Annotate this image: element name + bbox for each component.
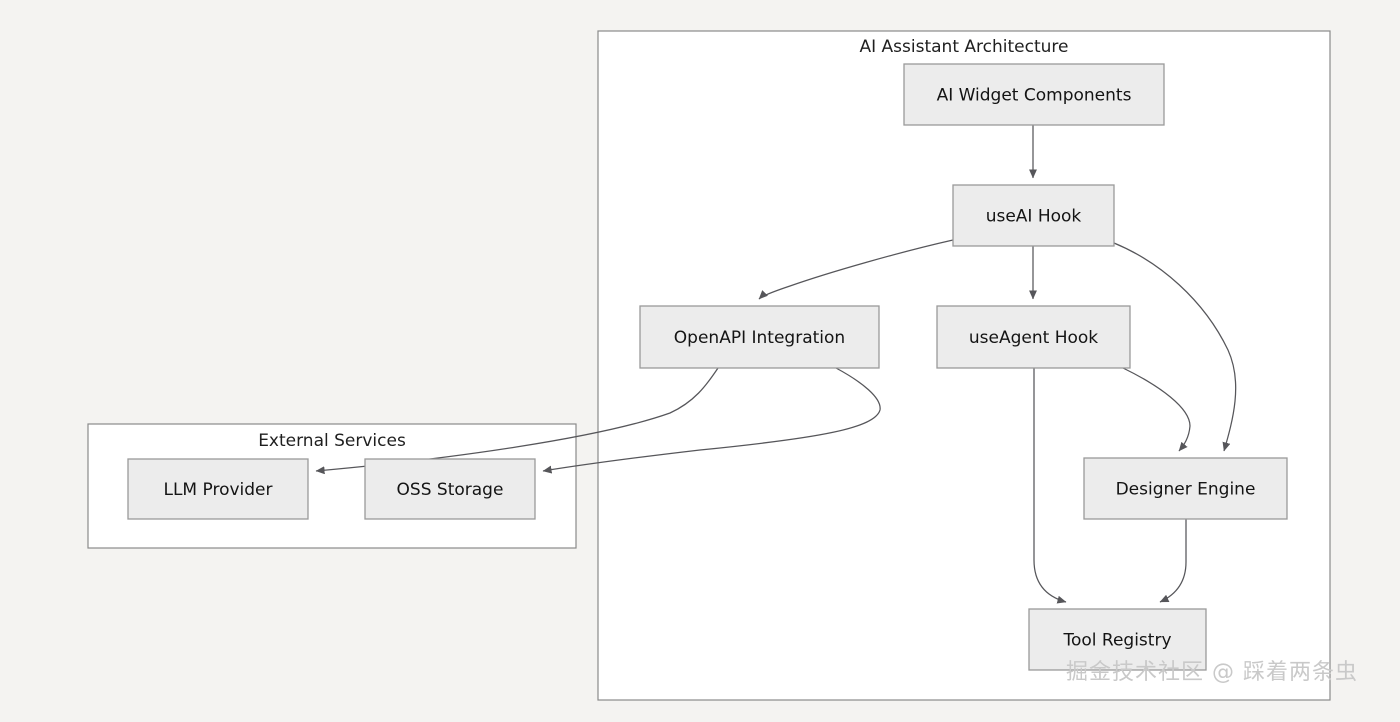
node-label-llm_provider: LLM Provider	[163, 480, 272, 500]
node-oss_storage[interactable]: OSS Storage	[364, 458, 536, 520]
cluster-label-external_services: External Services	[258, 431, 406, 451]
edge-useagent-to-tool	[1033, 368, 1067, 604]
node-label-designer_engine: Designer Engine	[1116, 480, 1256, 500]
node-box-openapi_integration[interactable]	[639, 305, 880, 369]
edge-useagent-to-designer	[1122, 367, 1191, 452]
node-box-tool_registry[interactable]	[1028, 608, 1207, 671]
node-label-tool_registry: Tool Registry	[1062, 631, 1171, 651]
node-box-designer_engine[interactable]	[1083, 457, 1288, 520]
node-box-use_agent_hook[interactable]	[936, 305, 1131, 369]
node-box-ai_widget_components[interactable]	[903, 63, 1165, 126]
node-use_agent_hook[interactable]: useAgent Hook	[936, 305, 1131, 369]
node-label-use_agent_hook: useAgent Hook	[969, 328, 1098, 348]
edge-group	[315, 125, 1237, 604]
node-label-openapi_integration: OpenAPI Integration	[674, 328, 845, 348]
edge-useai-to-designer	[1113, 242, 1237, 452]
node-box-use_ai_hook[interactable]	[952, 184, 1115, 247]
node-box-oss_storage[interactable]	[364, 458, 536, 520]
node-llm_provider[interactable]: LLM Provider	[127, 458, 309, 520]
edge-designer-to-tool	[1159, 519, 1187, 603]
node-designer_engine[interactable]: Designer Engine	[1083, 457, 1288, 520]
cluster-label-ai_assistant_architecture: AI Assistant Architecture	[860, 37, 1069, 57]
edge-openapi-to-oss	[542, 367, 881, 474]
node-tool_registry[interactable]: Tool Registry	[1028, 608, 1207, 671]
node-label-oss_storage: OSS Storage	[397, 480, 504, 500]
node-openapi_integration[interactable]: OpenAPI Integration	[639, 305, 880, 369]
node-ai_widget_components[interactable]: AI Widget Components	[903, 63, 1165, 126]
watermark-text: 掘金技术社区 @ 踩着两条虫	[1066, 660, 1358, 685]
node-box-llm_provider[interactable]	[127, 458, 309, 520]
node-label-use_ai_hook: useAI Hook	[986, 207, 1082, 227]
edge-useai-to-openapi	[758, 239, 954, 300]
node-use_ai_hook[interactable]: useAI Hook	[952, 184, 1115, 247]
node-label-ai_widget_components: AI Widget Components	[937, 86, 1132, 106]
